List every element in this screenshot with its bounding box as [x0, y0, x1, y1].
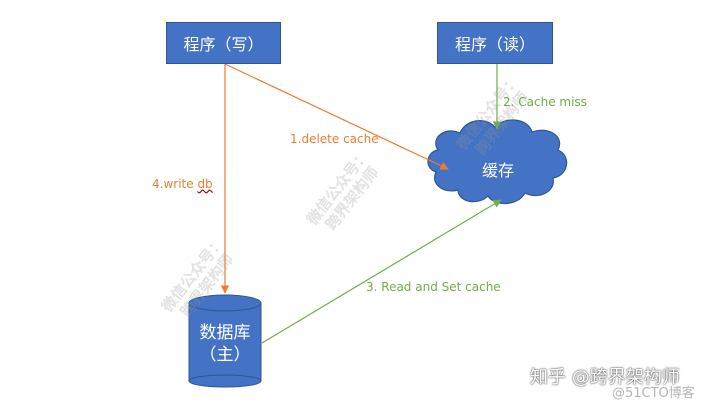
database-label: 数据库 （主） — [189, 322, 261, 366]
edge-label-read-set-cache: 3. Read and Set cache — [366, 280, 501, 294]
database-cylinder — [188, 294, 262, 388]
edge-label-write-db: 4.write db — [152, 177, 213, 191]
blog-watermark: @51CTO博客 — [612, 386, 695, 401]
database-label-line1: 数据库 — [199, 323, 251, 343]
cache-label: 缓存 — [481, 161, 514, 180]
edge-label-write-db-prefix: 4.write — [152, 177, 198, 191]
cache-cloud — [427, 119, 568, 205]
reader-program-box: 程序（读） — [437, 22, 553, 64]
edge-label-write-db-suffix: db — [197, 177, 213, 191]
edge-label-cache-miss: 2. Cache miss — [503, 95, 587, 109]
edge-read-set-cache — [261, 199, 502, 344]
edge-label-delete-cache: 1.delete cache — [290, 132, 379, 146]
writer-program-label: 程序（写） — [183, 35, 264, 54]
writer-program-box: 程序（写） — [166, 22, 281, 64]
edge-delete-cache — [224, 63, 449, 170]
reader-program-label: 程序（读） — [454, 35, 535, 54]
zhihu-watermark: 知乎 @跨界架构师 — [530, 367, 680, 388]
database-label-line2: （主） — [199, 345, 251, 365]
